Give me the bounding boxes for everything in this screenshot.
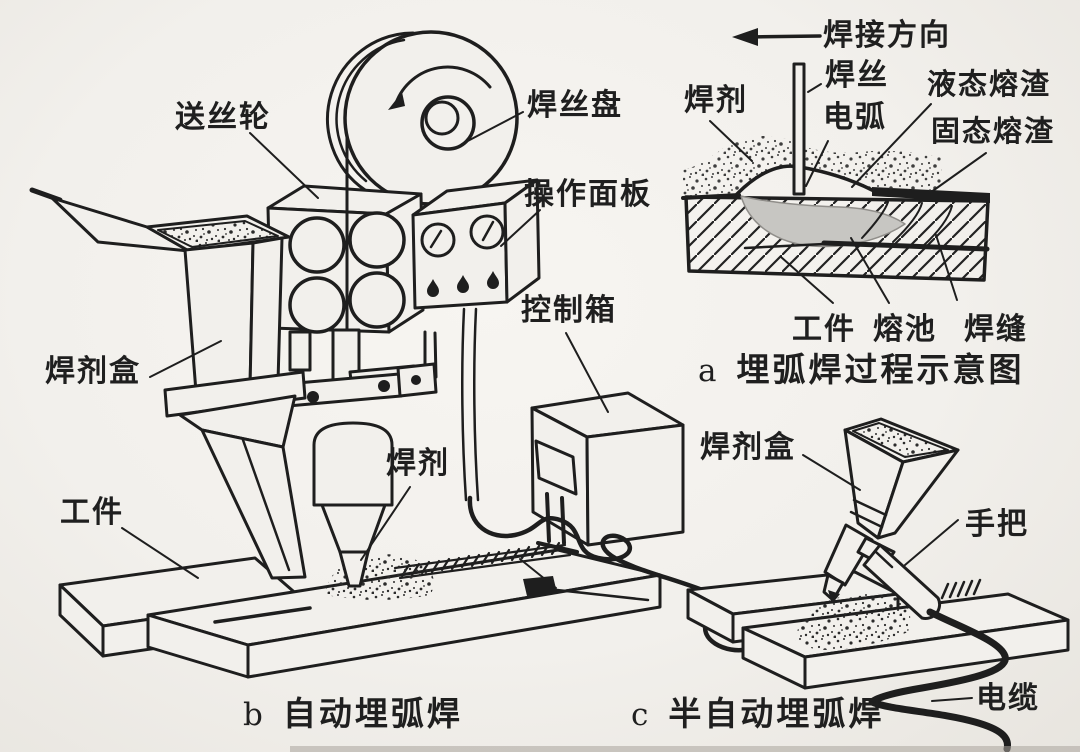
electrode-wire <box>792 62 806 196</box>
cross-section-bottom-labels: 工件 熔池 焊缝 <box>792 304 1028 348</box>
scan-edge-shadow <box>290 746 1080 752</box>
feed-roller <box>348 211 406 269</box>
label-handle: 手把 <box>965 507 1029 542</box>
rotation-arrow-icon <box>388 65 492 110</box>
weld-pool-shape <box>740 195 906 248</box>
label-flux-box-c: 焊剂盒 <box>700 430 796 465</box>
label-wire: 焊丝 <box>825 58 889 93</box>
control-knobs <box>427 271 499 297</box>
label-wire-spool: 焊丝盘 <box>527 88 623 123</box>
label-workpiece-b: 工件 <box>60 495 124 530</box>
caption-c-text: 半自动埋弧焊 <box>668 694 885 733</box>
feed-roller <box>288 276 346 334</box>
solid-slag-strip <box>872 187 990 203</box>
label-workpiece-a: 工件 <box>792 312 856 347</box>
caption-a-letter: a <box>698 353 717 389</box>
label-control-box: 控制箱 <box>521 293 617 328</box>
control-box <box>530 391 685 554</box>
label-solid-slag: 固态熔渣 <box>931 114 1056 148</box>
flux-pile-c <box>795 593 911 650</box>
process-cross-section-art <box>681 28 990 304</box>
caption-b-letter: b <box>243 697 263 733</box>
left-arrow-icon <box>732 28 822 46</box>
label-operation-panel: 操作面板 <box>524 177 652 212</box>
operation-panel-box <box>411 178 541 310</box>
label-arc: 电弧 <box>823 100 887 135</box>
caption-a: a 埋弧焊过程示意图 <box>698 343 1024 391</box>
caption-b-text: 自动埋弧焊 <box>282 694 463 733</box>
label-cable: 电缆 <box>976 681 1040 716</box>
caption-c: c 半自动埋弧焊 <box>631 687 884 735</box>
flux-blanket <box>683 136 942 196</box>
wire-spool <box>326 30 519 206</box>
flux-hopper <box>29 187 307 580</box>
automatic-machine-art <box>29 30 798 679</box>
feed-roller <box>288 216 346 274</box>
feed-roller <box>348 271 406 329</box>
semi-automatic-art <box>686 417 1070 752</box>
label-weld-direction: 焊接方向 <box>823 18 951 53</box>
caption-a-text: 埋弧焊过程示意图 <box>736 350 1025 389</box>
weld-bead-c <box>940 578 982 600</box>
flux-funnel <box>822 417 960 604</box>
caption-b: b 自动埋弧焊 <box>243 687 463 735</box>
label-flux-box-b: 焊剂盒 <box>45 354 141 389</box>
power-cable <box>868 608 1011 752</box>
caption-c-letter: c <box>631 697 649 733</box>
label-weld-seam: 焊缝 <box>964 312 1028 347</box>
label-flux-a: 焊剂 <box>684 83 748 118</box>
label-liquid-slag: 液态熔渣 <box>927 67 1052 101</box>
label-flux-b: 焊剂 <box>386 446 450 481</box>
label-wire-feed-wheel: 送丝轮 <box>175 100 271 135</box>
gauge-dial <box>420 222 456 258</box>
label-weld-pool: 熔池 <box>873 312 937 347</box>
